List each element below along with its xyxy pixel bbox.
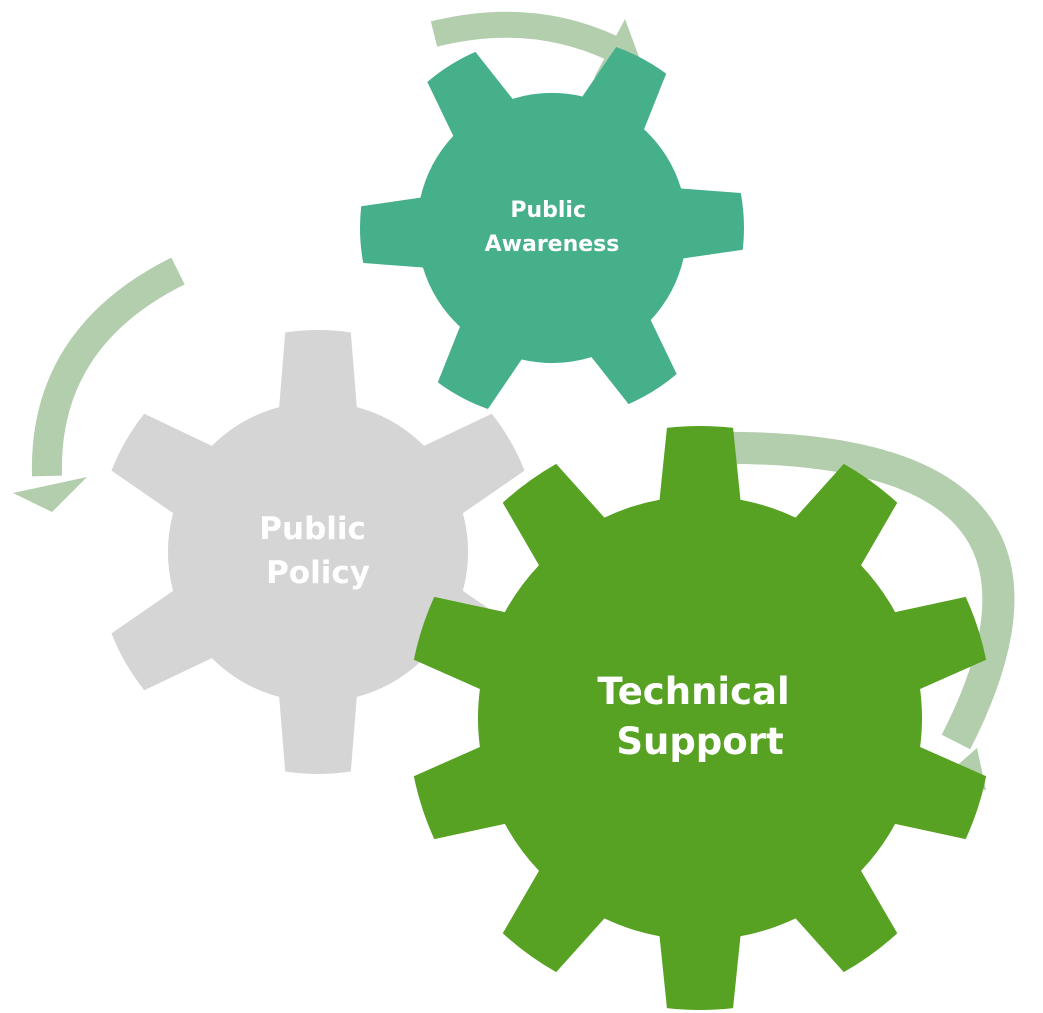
- gear-public-policy-label-line1: Public: [259, 511, 366, 547]
- gear-public-policy-label: Public Policy: [259, 511, 376, 591]
- gear-public-policy: Public Policy: [111, 330, 525, 774]
- gear-public-policy-label-line2: Policy: [266, 555, 370, 591]
- gear-technical-support-label-line2: Support: [616, 720, 783, 763]
- gear-technical-support-label: Technical Support: [597, 670, 802, 763]
- arrow-left-head: [13, 477, 87, 512]
- arrow-left-shaft: [31, 257, 185, 477]
- gear-public-policy-shape: [111, 330, 525, 774]
- gear-technical-support: Technical Support: [413, 426, 987, 1010]
- gear-technical-support-label-line1: Technical: [597, 670, 789, 713]
- arrow-right-shaft: [704, 431, 1015, 750]
- arrow-left: [13, 257, 185, 512]
- gear-public-awareness: Public Awareness: [359, 47, 745, 409]
- gear-technical-support-shape: [413, 426, 987, 1010]
- gear-public-awareness-label: Public Awareness: [485, 198, 620, 257]
- arrow-top-shaft: [430, 11, 618, 60]
- gear-public-awareness-label-line1: Public: [510, 198, 586, 223]
- gear-public-awareness-label-line2: Awareness: [485, 232, 620, 257]
- gear-public-awareness-shape: [359, 47, 745, 409]
